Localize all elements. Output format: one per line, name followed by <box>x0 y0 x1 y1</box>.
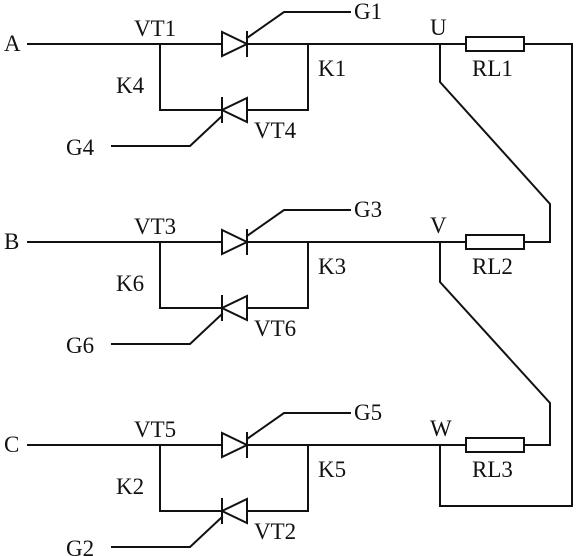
upper-gate-lead <box>245 412 351 441</box>
load-resistor <box>465 36 525 52</box>
upper-thyristor-symbol <box>221 431 250 459</box>
load-label: RL3 <box>472 457 513 482</box>
lower-gate-label: G4 <box>66 135 95 160</box>
lower-gate-lead <box>111 114 224 147</box>
upper-gate-label: G1 <box>354 0 382 24</box>
lower-thyristor-label: VT6 <box>254 316 296 341</box>
upper-gate-lead <box>245 209 351 238</box>
lower-thyristor-label: VT4 <box>254 118 297 143</box>
lower-node-label: K2 <box>116 474 144 499</box>
upper-gate-label: G3 <box>354 197 382 222</box>
load-label: RL2 <box>472 254 513 279</box>
u-to-v-link <box>439 43 551 243</box>
lower-thyristor-symbol <box>219 96 248 124</box>
input-label-b: B <box>4 229 19 254</box>
lower-gate-label: G2 <box>66 536 94 556</box>
input-label-a: A <box>4 31 21 56</box>
lower-thyristor-label: VT2 <box>254 519 296 544</box>
upper-thyristor-symbol <box>221 228 250 256</box>
v-to-w-link <box>439 241 551 446</box>
upper-thyristor-label: VT5 <box>134 417 176 442</box>
lower-thyristor-symbol <box>219 497 248 525</box>
load-resistor <box>465 234 525 250</box>
load-resistor <box>465 437 525 453</box>
upper-gate-lead <box>245 11 351 40</box>
w-to-rail-link <box>439 444 573 507</box>
lower-gate-lead <box>111 515 224 548</box>
output-label-v: V <box>430 213 447 238</box>
load-label: RL1 <box>472 56 513 81</box>
upper-node-label: K5 <box>318 457 346 482</box>
input-label-c: C <box>4 432 19 457</box>
output-label-u: U <box>430 15 447 40</box>
upper-node-label: K3 <box>318 254 346 279</box>
upper-thyristor-symbol <box>221 30 250 58</box>
load-network <box>439 43 573 507</box>
upper-thyristor-label: VT1 <box>134 16 176 41</box>
lower-gate-label: G6 <box>66 333 94 358</box>
upper-gate-label: G5 <box>354 400 382 425</box>
lower-node-label: K6 <box>116 271 144 296</box>
lower-node-label: K4 <box>116 73 145 98</box>
lower-thyristor-symbol <box>219 294 248 322</box>
output-label-w: W <box>430 416 452 441</box>
lower-gate-lead <box>111 312 224 345</box>
upper-thyristor-label: VT3 <box>134 214 176 239</box>
upper-node-label: K1 <box>318 56 346 81</box>
